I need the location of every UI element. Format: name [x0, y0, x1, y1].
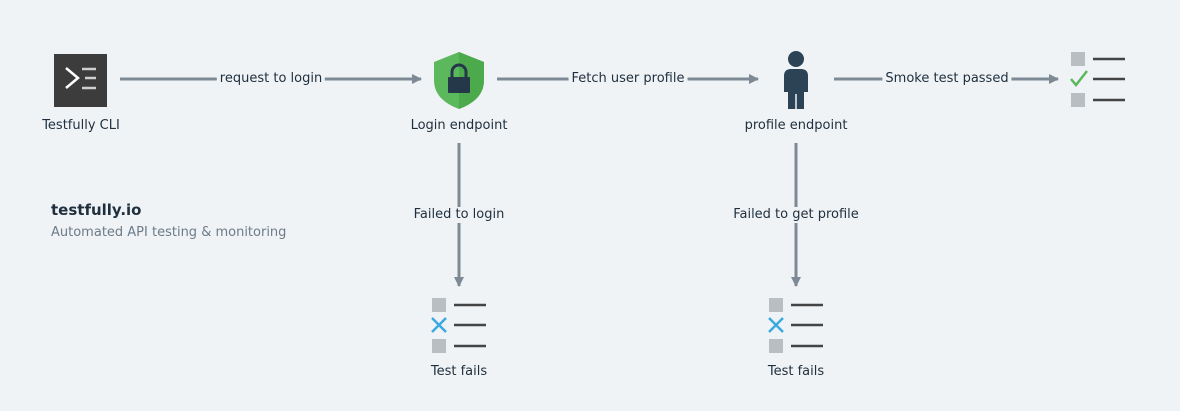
- brand-title: testfully.io: [51, 201, 142, 219]
- node-label-cli: Testfully CLI: [42, 118, 120, 133]
- node-label-profile: profile endpoint: [744, 118, 848, 133]
- edge-label-smoke-passed: Smoke test passed: [882, 71, 1012, 87]
- checklist-failed-icon: [768, 298, 823, 353]
- edge-label-failed-login: Failed to login: [410, 207, 508, 223]
- edge-label-fetch-profile: Fetch user profile: [568, 71, 688, 87]
- node-label-fail-login: Test fails: [430, 364, 488, 379]
- lock-shield-icon: [434, 52, 484, 109]
- person-icon: [784, 51, 808, 109]
- node-label-login: Login endpoint: [410, 118, 508, 133]
- brand-subtitle: Automated API testing & monitoring: [51, 225, 287, 240]
- edge-label-request-login: request to login: [216, 71, 326, 87]
- checklist-failed-icon: [431, 298, 486, 353]
- terminal-icon: [54, 54, 107, 107]
- node-label-fail-profile: Test fails: [767, 364, 825, 379]
- edge-label-failed-profile: Failed to get profile: [730, 207, 862, 223]
- checklist-passed-icon: [1070, 52, 1125, 107]
